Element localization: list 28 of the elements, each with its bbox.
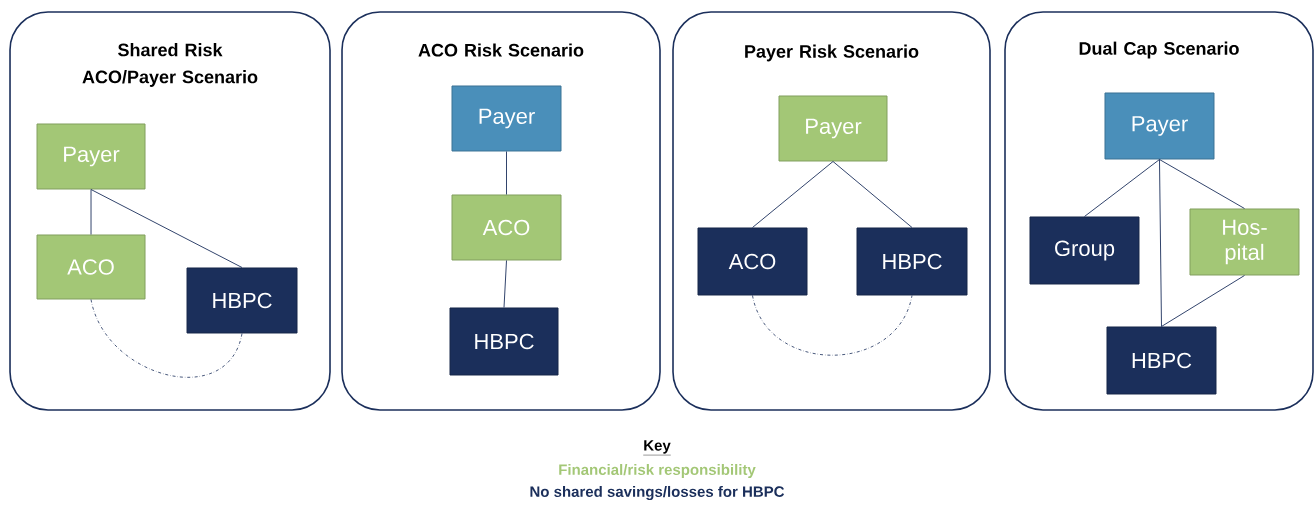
connector-line [90,299,243,378]
entity-box: Payer [451,85,562,152]
connector-line [1084,159,1160,217]
entity-box: Payer [778,95,888,162]
connector-line [1159,159,1162,327]
entity-box: ACO [36,234,146,300]
connector-line [506,151,507,195]
legend-entry: No shared savings/losses for HBPC [530,485,785,500]
connector-line [90,189,92,235]
entity-box: Payer [36,123,146,190]
connector-line [752,161,834,228]
entity-box: HBPC [856,227,968,296]
key-heading: Key [643,440,671,456]
entity-box: HBPC [186,267,298,334]
legend-entry: Financial/risk responsibility [559,464,756,478]
connector-line [832,161,913,228]
entity-box: HBPC [1106,326,1217,395]
entity-box: Payer [1104,92,1215,160]
entity-box: Hos- pital [1189,208,1300,276]
connector-line [752,295,913,356]
entity-box: ACO [451,194,562,261]
connector-line [1159,159,1245,209]
connector-line [1161,275,1245,327]
connector-line [503,260,507,308]
entity-box: ACO [697,227,808,296]
entity-box: HBPC [449,307,559,376]
entity-box: Group [1029,216,1140,285]
connector-line [90,189,243,268]
